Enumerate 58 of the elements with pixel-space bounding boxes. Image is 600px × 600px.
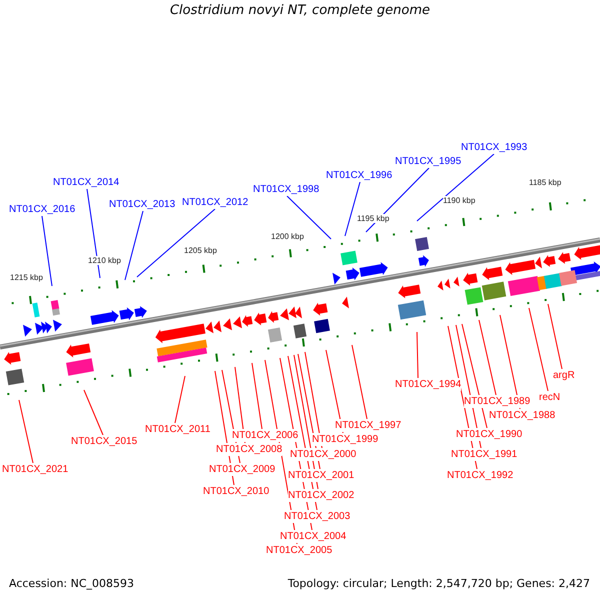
gene-label: NT01CX_2005 [266,544,332,557]
gene-label: NT01CX_1990 [456,428,522,441]
leader-line [18,400,34,464]
gene-label: NT01CX_2004 [280,530,346,543]
scale-label: 1190 kbp [443,196,476,205]
leader-line [416,332,418,378]
gene-label: NT01CX_1996 [326,169,392,182]
gene-label: NT01CX_2012 [182,196,248,209]
gene-label: NT01CX_1998 [253,183,320,196]
gene-label: argR [553,369,575,382]
gene-label: NT01CX_2015 [71,435,138,448]
leader-line [42,216,52,286]
leader-line [366,168,430,232]
gene-label: NT01CX_1999 [312,433,378,446]
gene-label: NT01CX_2010 [203,485,270,498]
gene-label: NT01CX_2008 [216,443,282,456]
scale-label: 1210 kbp [88,256,121,265]
gene-label: NT01CX_2014 [53,176,120,189]
gene-label: NT01CX_2001 [288,469,354,482]
gene-label: NT01CX_1993 [461,141,528,154]
leader-line [344,182,360,236]
gene-label: NT01CX_2002 [288,489,354,502]
gene-label: NT01CX_1992 [447,469,514,482]
scale-label: 1185 kbp [529,178,562,187]
gene-label: NT01CX_1991 [451,448,518,461]
scale-label: 1195 kbp [357,214,390,223]
leader-line [124,210,144,280]
gene-label: NT01CX_1997 [335,419,402,432]
leader-line [462,324,488,428]
leader-line [352,344,368,420]
leader-line [416,154,494,222]
leader-line [174,376,186,424]
leader-line [286,196,332,240]
gene-label: NT01CX_2000 [290,448,356,461]
gene-label: NT01CX_1995 [395,155,462,168]
gene-label: NT01CX_2009 [209,463,276,476]
leader-line [136,208,216,278]
leader-line [478,320,496,396]
leader-line [528,308,548,392]
gene-label: NT01CX_2011 [145,423,210,436]
scale-label: 1200 kbp [271,232,304,241]
gene-label: NT01CX_2006 [232,429,298,442]
leader-line [84,390,104,436]
gene-label: NT01CX_2021 [2,463,68,476]
footer-text: Topology: circular; Length: 2,547,720 bp; Genes: 2,427 [288,577,590,591]
scale-label: 1205 kbp [184,246,217,255]
footer-text: Accession: NC_008593 [9,577,134,591]
leader-line [252,362,262,430]
gene-label: NT01CX_1988 [489,409,556,422]
gene-label: NT01CX_2003 [284,510,350,523]
gene-label: NT01CX_2016 [9,203,76,216]
leader-line [86,188,100,278]
gene-label: NT01CX_1989 [464,395,530,408]
leader-line [548,304,562,370]
gene-label: NT01CX_1994 [395,378,462,391]
gene-label: NT01CX_2013 [109,198,176,211]
scale-label: 1215 kbp [10,273,43,282]
diagram-title: Clostridium novyi NT, complete genome [168,4,432,18]
